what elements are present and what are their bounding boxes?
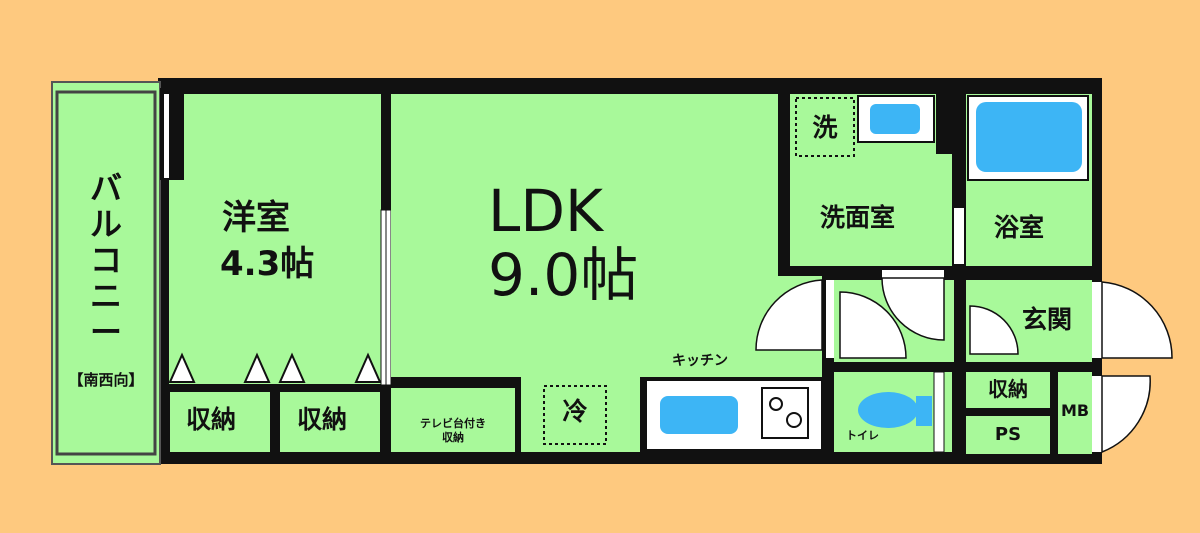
door-swing (839, 291, 907, 359)
entrance-label: 玄関 (1022, 305, 1073, 334)
toilet-bowl (858, 392, 918, 428)
western-room-notch (160, 88, 184, 180)
storage-1-label: 収納 (186, 405, 237, 434)
bath-door (954, 208, 964, 264)
ldk-size: 9.0帖 (488, 241, 639, 309)
toilet-tank (916, 396, 932, 426)
balcony-orientation: 【南西向】 (68, 371, 144, 389)
washer-label: 洗 (812, 113, 838, 142)
tv-stand-area (391, 388, 515, 452)
balcony-rail (55, 90, 157, 456)
fridge-area (528, 380, 638, 452)
mb-door (1092, 376, 1102, 452)
ldk-area (391, 94, 822, 452)
vanity-basin (870, 104, 920, 134)
washroom-label: 洗面室 (820, 203, 896, 232)
bathroom-label: 浴室 (994, 213, 1045, 242)
kitchen-sink (660, 396, 738, 434)
burner (786, 412, 802, 428)
closet-marker (168, 352, 196, 383)
storage-1-area (170, 392, 270, 452)
closet-marker (278, 352, 306, 383)
door-swing (1101, 281, 1173, 359)
storage-2-area (280, 392, 380, 452)
corridor-door-1 (826, 280, 834, 358)
closet-marker (354, 352, 382, 383)
fridge-label: 冷 (562, 397, 588, 426)
door-swing (755, 279, 823, 351)
mb-label: MB (1060, 401, 1090, 420)
ps-area (966, 416, 1050, 454)
front-door (1092, 282, 1102, 358)
door-swing (1101, 375, 1151, 454)
toilet-label: トイレ (846, 429, 879, 442)
bathtub-basin (976, 102, 1082, 172)
washer-box (795, 97, 855, 157)
western-room-size: 4.3帖 (220, 244, 315, 284)
balcony-area (51, 81, 161, 465)
fridge-box (543, 385, 607, 445)
balcony-label: バルコニー (89, 169, 122, 351)
closet-marker (243, 352, 271, 383)
ps-label: PS (994, 424, 1022, 445)
tv-stand-label: テレビ台付き (420, 417, 486, 430)
kitchen-label: キッチン (672, 353, 728, 369)
mb-area (1058, 372, 1092, 454)
tv-stand-sublabel: 収納 (442, 431, 464, 444)
western-room (169, 94, 381, 384)
door-swing (969, 305, 1019, 355)
cooktop (761, 387, 809, 439)
storage-3-label: 収納 (988, 377, 1028, 401)
corridor-door-2 (882, 270, 944, 278)
wall-stub (936, 94, 952, 154)
storage-3-area (966, 372, 1050, 408)
western-room-name: 洋室 (222, 198, 290, 238)
door-swing (881, 277, 945, 341)
burner (769, 397, 783, 411)
ldk-name: LDK (488, 177, 604, 245)
storage-2-label: 収納 (297, 405, 348, 434)
toilet-partition (933, 371, 945, 453)
window-sill (164, 94, 169, 178)
